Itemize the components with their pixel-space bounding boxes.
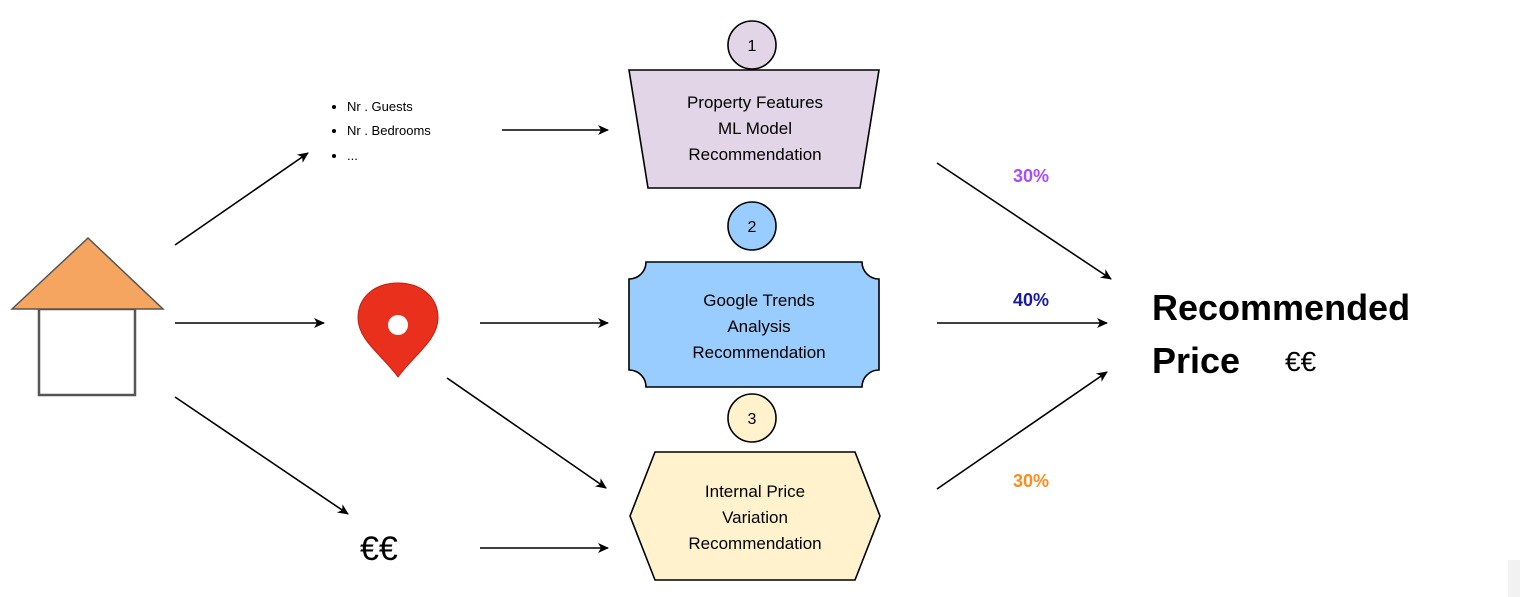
svg-text:3: 3 [748,411,757,428]
model-2-google-trends: Google Trends Analysis Recommendation [628,261,880,388]
house-roof [10,236,165,310]
model-1-line-1: Property Features [687,93,823,112]
output-line-2: Price [1152,340,1240,381]
model-3-internal-price: Internal Price Variation Recommendation [629,451,881,581]
step-badge-2: 2 [727,201,777,251]
house-icon [10,236,165,397]
arrow-model1-to-output [936,162,1112,280]
model-3-line-2: Variation [722,508,788,527]
price-input-label: €€ [360,530,398,568]
step-badge-3: 3 [727,393,777,443]
feature-item-guests: Nr . Guests [347,99,413,114]
corner-decoration [1508,560,1520,597]
model-1-property-features: Property Features ML Model Recommendatio… [628,69,880,189]
model-2-line-1: Google Trends [703,291,815,310]
model-3-line-1: Internal Price [705,482,805,501]
feature-item-more: ... [347,148,358,163]
arrow-house-to-features [174,152,309,246]
step-badge-1: 1 [727,20,777,70]
model-2-line-3: Recommendation [692,343,825,362]
model-1-line-3: Recommendation [688,145,821,164]
svg-text:2: 2 [748,219,757,236]
feature-list: Nr . Guests Nr . Bedrooms ... [332,99,431,163]
svg-text:1: 1 [748,38,757,55]
recommended-price-output: Recommended Price €€ [1152,287,1410,381]
model-1-line-2: ML Model [718,119,792,138]
arrow-house-to-price [174,396,349,515]
weight-model-2: 40% [1013,290,1049,310]
feature-item-bedrooms: Nr . Bedrooms [347,123,431,138]
map-pin-icon [357,282,439,378]
weight-model-1: 30% [1013,166,1049,186]
arrow-location-to-model3 [446,377,607,489]
output-line-1: Recommended [1152,287,1410,328]
weight-model-3: 30% [1013,471,1049,491]
model-2-line-2: Analysis [727,317,790,336]
arrow-model3-to-output [936,371,1108,490]
model-3-line-3: Recommendation [688,534,821,553]
output-currency: €€ [1285,346,1317,377]
